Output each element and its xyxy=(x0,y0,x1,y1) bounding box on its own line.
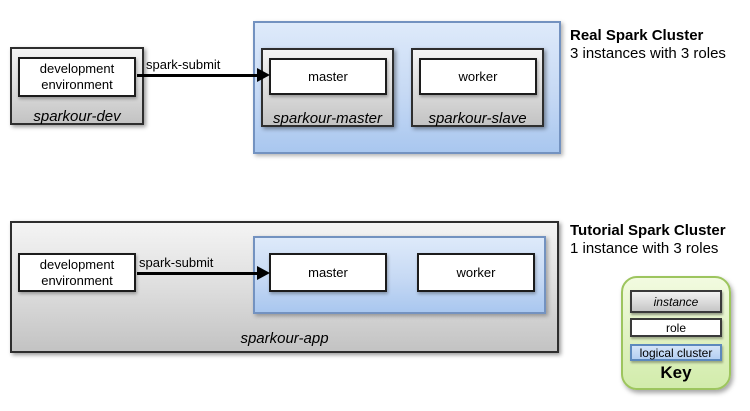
key-item-role: role xyxy=(630,318,722,337)
logical-cluster-box-tutorial: master worker xyxy=(253,236,546,314)
tutorial-cluster-heading: Tutorial Spark Cluster xyxy=(570,222,726,239)
key-legend: instance role logical cluster Key xyxy=(621,276,731,390)
logical-cluster-box-real: master sparkour-master worker sparkour-s… xyxy=(253,21,561,154)
role-box-development-environment-app: development environment xyxy=(18,253,136,292)
role-box-worker-app: worker xyxy=(417,253,535,292)
role-label: worker xyxy=(458,68,498,84)
instance-name-sparkour-dev: sparkour-dev xyxy=(33,108,121,125)
role-label: development environment xyxy=(39,61,115,92)
key-cluster-label: logical cluster xyxy=(639,345,713,360)
role-label: development environment xyxy=(39,256,115,288)
arrowhead-icon-top xyxy=(257,68,270,82)
role-box-worker: worker xyxy=(419,58,537,95)
real-cluster-heading: Real Spark Cluster xyxy=(570,27,704,44)
key-item-logical-cluster: logical cluster xyxy=(630,344,722,361)
instance-box-sparkour-master: master sparkour-master xyxy=(261,48,394,127)
arrowhead-icon-bottom xyxy=(257,266,270,280)
spark-submit-label-bottom: spark-submit xyxy=(139,255,214,270)
key-instance-label: instance xyxy=(653,294,699,309)
instance-box-sparkour-app: development environment master worker sp… xyxy=(10,221,559,353)
key-role-label: role xyxy=(665,320,686,335)
role-box-master: master xyxy=(269,58,387,95)
role-label: master xyxy=(308,68,348,84)
spark-submit-arrow-bottom xyxy=(137,272,258,275)
real-cluster-subheading: 3 instances with 3 roles xyxy=(570,45,726,62)
instance-name-sparkour-master: sparkour-master xyxy=(273,110,382,127)
key-item-instance: instance xyxy=(630,290,722,313)
role-box-master-app: master xyxy=(269,253,387,292)
tutorial-cluster-subheading: 1 instance with 3 roles xyxy=(570,240,719,257)
instance-box-sparkour-slave: worker sparkour-slave xyxy=(411,48,544,127)
key-title: Key xyxy=(660,363,692,382)
instance-name-sparkour-app: sparkour-app xyxy=(240,330,329,347)
role-label: worker xyxy=(456,264,496,280)
spark-submit-arrow-top xyxy=(137,74,258,77)
instance-name-sparkour-slave: sparkour-slave xyxy=(428,110,527,127)
instance-box-sparkour-dev: development environment sparkour-dev xyxy=(10,47,144,125)
role-box-development-environment: development environment xyxy=(18,57,136,97)
role-label: master xyxy=(308,264,348,280)
spark-submit-label-top: spark-submit xyxy=(146,57,221,72)
